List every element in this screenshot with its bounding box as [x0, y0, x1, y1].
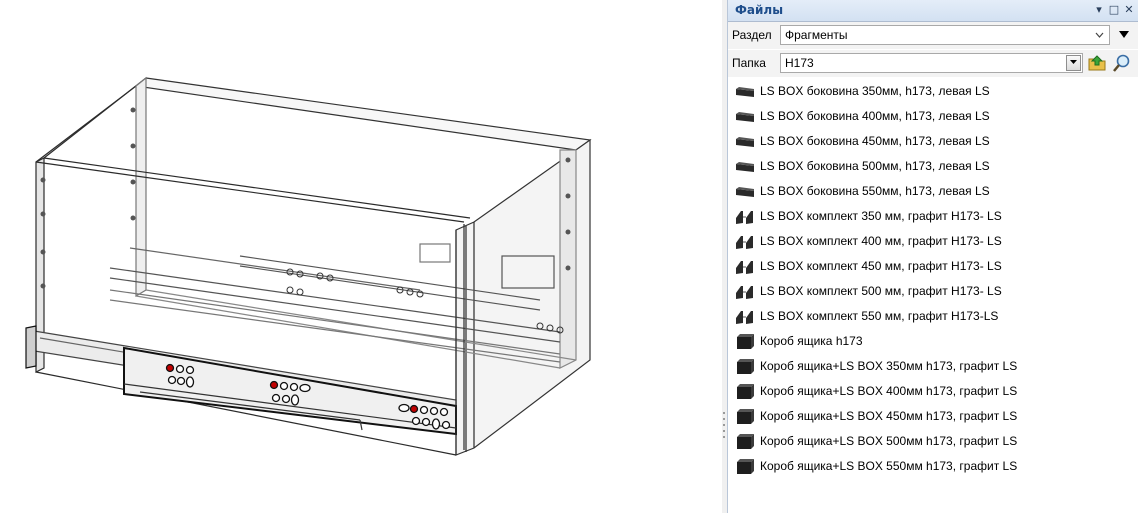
- kit-icon: [735, 208, 755, 225]
- list-item[interactable]: LS BOX боковина 550мм, h173, левая LS: [735, 181, 1130, 203]
- panel-header: Файлы ▾ □ ✕: [728, 0, 1138, 22]
- list-item-label: Короб ящика h173: [760, 334, 863, 348]
- list-item[interactable]: LS BOX комплект 400 мм, графит H173- LS: [735, 231, 1130, 253]
- section-row: Раздел Фрагменты: [728, 22, 1138, 49]
- box-icon: [735, 408, 755, 425]
- section-label: Раздел: [732, 28, 772, 42]
- kit-icon: [735, 283, 755, 300]
- grip-dot: [723, 412, 725, 414]
- dropdown-arrow-icon[interactable]: [1066, 55, 1081, 71]
- folder-row: Папка H173: [728, 50, 1138, 77]
- list-item[interactable]: Короб ящика+LS BOX 350мм h173, графит LS: [735, 356, 1130, 378]
- list-item-label: LS BOX боковина 400мм, h173, левая LS: [760, 109, 990, 123]
- list-item[interactable]: Короб ящика+LS BOX 450мм h173, графит LS: [735, 406, 1130, 428]
- list-item[interactable]: LS BOX комплект 500 мм, графит H173- LS: [735, 281, 1130, 303]
- list-item-label: LS BOX комплект 450 мм, графит H173- LS: [760, 259, 1002, 273]
- box-icon: [735, 433, 755, 450]
- list-item[interactable]: LS BOX боковина 450мм, h173, левая LS: [735, 131, 1130, 153]
- kit-icon: [735, 258, 755, 275]
- section-value: Фрагменты: [785, 28, 848, 42]
- list-item-label: LS BOX боковина 550мм, h173, левая LS: [760, 184, 990, 198]
- list-item[interactable]: Короб ящика+LS BOX 500мм h173, графит LS: [735, 431, 1130, 453]
- panel-side-icon: [735, 183, 755, 200]
- kit-icon: [735, 233, 755, 250]
- folder-up-icon[interactable]: [1087, 53, 1107, 73]
- folder-select[interactable]: H173: [780, 53, 1083, 73]
- panel-side-icon: [735, 158, 755, 175]
- section-select[interactable]: Фрагменты: [780, 25, 1110, 45]
- box-icon: [735, 458, 755, 475]
- grip-dot: [723, 424, 725, 426]
- magnifier-icon[interactable]: [1112, 53, 1132, 73]
- list-item[interactable]: LS BOX комплект 550 мм, графит H173-LS: [735, 306, 1130, 328]
- grip-dot: [723, 430, 725, 432]
- list-item-label: Короб ящика+LS BOX 350мм h173, графит LS: [760, 359, 1018, 373]
- grip-dot: [723, 418, 725, 420]
- drawing-viewport[interactable]: [0, 0, 722, 513]
- list-item[interactable]: Короб ящика h173: [735, 331, 1130, 353]
- list-item-label: LS BOX комплект 350 мм, графит H173- LS: [760, 209, 1002, 223]
- folder-value: H173: [785, 56, 814, 70]
- box-icon: [735, 358, 755, 375]
- panel-splitter[interactable]: [722, 0, 727, 513]
- list-item[interactable]: Короб ящика+LS BOX 400мм h173, графит LS: [735, 381, 1130, 403]
- grip-dot: [723, 436, 725, 438]
- list-item-label: LS BOX комплект 550 мм, графит H173-LS: [760, 309, 999, 323]
- files-panel: Файлы ▾ □ ✕ Раздел Фрагменты Папка H173: [727, 0, 1138, 513]
- box-icon: [735, 383, 755, 400]
- triangle-down-icon[interactable]: [1117, 27, 1131, 41]
- list-item[interactable]: LS BOX комплект 350 мм, графит H173- LS: [735, 206, 1130, 228]
- list-item-label: LS BOX боковина 350мм, h173, левая LS: [760, 84, 990, 98]
- panel-side-icon: [735, 133, 755, 150]
- pin-button[interactable]: ▾: [1096, 3, 1102, 16]
- list-item[interactable]: Короб ящика+LS BOX 550мм h173, графит LS: [735, 456, 1130, 478]
- cabinet-drawing: [25, 76, 592, 456]
- panel-title: Файлы: [735, 3, 784, 17]
- list-item-label: Короб ящика+LS BOX 550мм h173, графит LS: [760, 459, 1018, 473]
- list-item-label: LS BOX боковина 450мм, h173, левая LS: [760, 134, 990, 148]
- kit-icon: [735, 308, 755, 325]
- list-item-label: LS BOX комплект 400 мм, графит H173- LS: [760, 234, 1002, 248]
- list-item-label: LS BOX боковина 500мм, h173, левая LS: [760, 159, 990, 173]
- list-item-label: Короб ящика+LS BOX 500мм h173, графит LS: [760, 434, 1018, 448]
- list-item[interactable]: LS BOX боковина 400мм, h173, левая LS: [735, 106, 1130, 128]
- folder-label: Папка: [732, 56, 766, 70]
- list-item-label: Короб ящика+LS BOX 400мм h173, графит LS: [760, 384, 1018, 398]
- list-item-label: Короб ящика+LS BOX 450мм h173, графит LS: [760, 409, 1018, 423]
- file-list: LS BOX боковина 350мм, h173, левая LS LS…: [728, 78, 1138, 513]
- list-item[interactable]: LS BOX боковина 350мм, h173, левая LS: [735, 81, 1130, 103]
- close-button[interactable]: ✕: [1124, 3, 1134, 16]
- panel-side-icon: [735, 108, 755, 125]
- box-icon: [735, 333, 755, 350]
- list-item[interactable]: LS BOX боковина 500мм, h173, левая LS: [735, 156, 1130, 178]
- chevron-down-icon[interactable]: [1092, 28, 1107, 42]
- list-item-label: LS BOX комплект 500 мм, графит H173- LS: [760, 284, 1002, 298]
- panel-side-icon: [735, 83, 755, 100]
- list-item[interactable]: LS BOX комплект 450 мм, графит H173- LS: [735, 256, 1130, 278]
- maximize-button[interactable]: □: [1108, 3, 1120, 16]
